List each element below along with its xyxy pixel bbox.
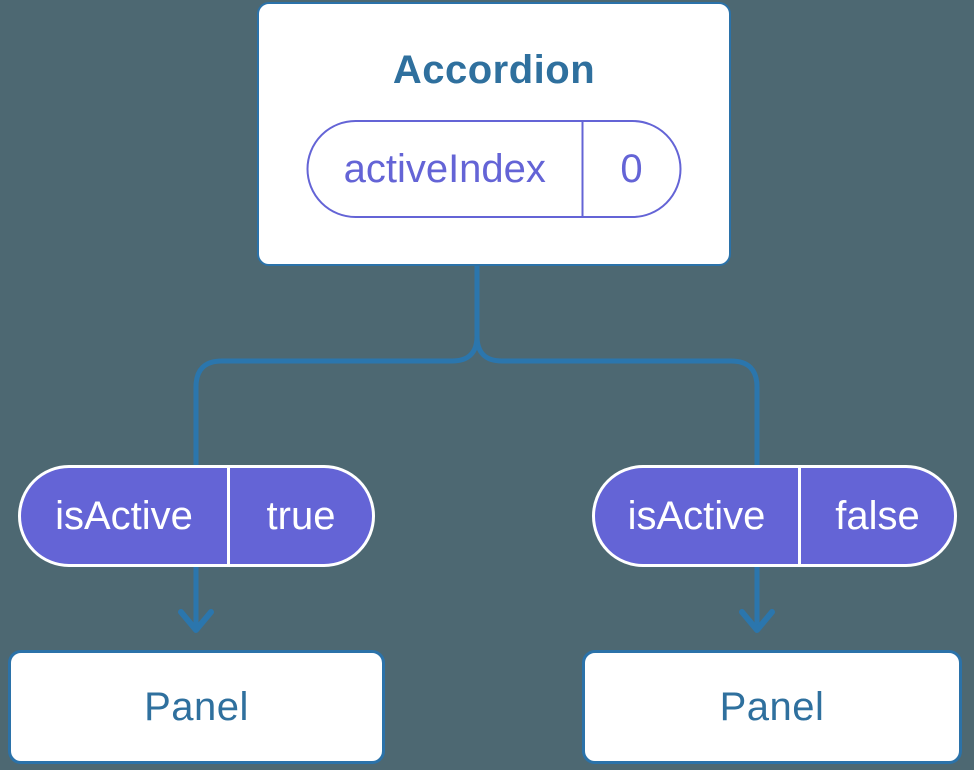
state-name-label: activeIndex xyxy=(343,147,546,191)
accordion-component-card: Accordion activeIndex 0 xyxy=(257,2,731,266)
prop-pill-right: isActive false xyxy=(592,465,957,567)
panel-card-right: Panel xyxy=(582,650,962,764)
branch-right-line xyxy=(474,263,760,471)
component-title: Accordion xyxy=(392,48,596,92)
prop-value-label: true xyxy=(266,494,336,538)
prop-name-label: isActive xyxy=(55,494,193,538)
state-value-label: 0 xyxy=(620,147,643,191)
pill-divider xyxy=(581,122,584,216)
branch-left-line xyxy=(193,263,480,471)
arrow-right-head xyxy=(739,609,775,633)
arrow-down-left-icon xyxy=(178,561,214,633)
pill-divider xyxy=(227,468,230,564)
state-pill: activeIndex 0 xyxy=(306,120,682,218)
prop-pill-left: isActive true xyxy=(18,465,375,567)
panel-title: Panel xyxy=(144,684,249,729)
panel-title: Panel xyxy=(719,684,825,729)
prop-name-label: isActive xyxy=(627,494,766,538)
arrow-down-right-icon xyxy=(739,561,775,633)
pill-divider xyxy=(798,468,801,564)
arrow-left-head xyxy=(178,609,214,633)
panel-card-left: Panel xyxy=(8,650,385,764)
prop-value-label: false xyxy=(835,494,920,538)
